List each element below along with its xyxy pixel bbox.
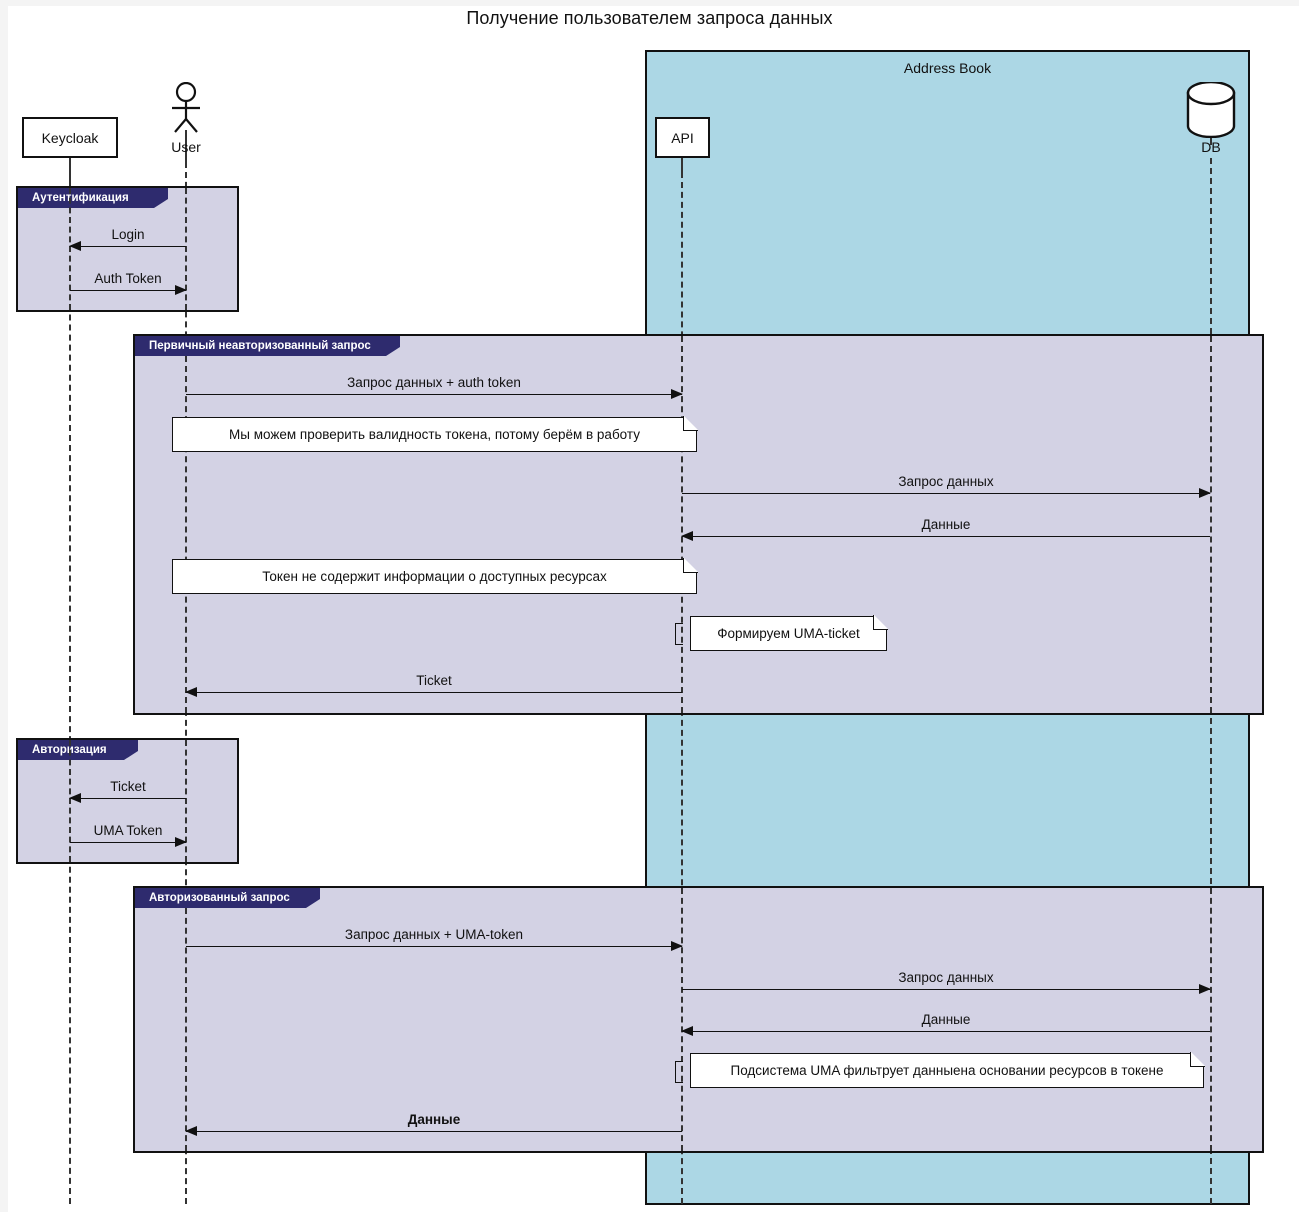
message-uma-token[interactable]: UMA Token [70, 823, 187, 847]
message-label: Запрос данных + UMA-token [344, 927, 524, 942]
arrow-right-icon [175, 837, 187, 847]
lifeline-stub-keycloak [69, 158, 71, 184]
lifeline-keycloak [69, 184, 71, 1204]
fragment-tab-authz: Авторизация [18, 740, 138, 760]
actor-stick-figure-icon [172, 82, 200, 133]
lifeline-user-seg2 [185, 356, 187, 713]
arrow-left-icon [69, 793, 81, 803]
message-login[interactable]: Login [69, 227, 186, 251]
boundary-label: Address Book [903, 60, 992, 76]
message-label: UMA Token [93, 823, 163, 838]
message-label: Auth Token [94, 271, 162, 286]
arrow-left-icon [681, 531, 693, 541]
message-ticket-api-to-user[interactable]: Ticket [185, 673, 682, 697]
message-label: Запрос данных [898, 474, 994, 489]
message-ticket-keycloak[interactable]: Ticket [69, 779, 186, 803]
message-label: Ticket [110, 779, 146, 794]
participant-keycloak[interactable]: Keycloak [22, 117, 118, 158]
message-data-final[interactable]: Данные [185, 1112, 682, 1136]
arrow-right-icon [1199, 984, 1211, 994]
message-data-request-2[interactable]: Запрос данных [682, 970, 1211, 994]
note-token-valid: Мы можем проверить валидность токена, по… [172, 415, 698, 452]
note-fold-corner-icon [1189, 1051, 1205, 1068]
lifeline-db-seg2 [1210, 336, 1212, 713]
arrow-right-icon [671, 941, 683, 951]
note-uma-filter: Подсистема UMA фильтрует данныена основа… [690, 1051, 1205, 1088]
message-label: Данные [407, 1112, 461, 1127]
lifeline-stub-api [681, 158, 683, 172]
fragment-authorized-request[interactable]: Авторизованный запрос [133, 886, 1264, 1153]
note-text: Формируем UMA-ticket [717, 626, 860, 641]
fragment-tab-first-request: Первичный неавторизованный запрос [135, 336, 400, 356]
message-data-request-1[interactable]: Запрос данных [682, 474, 1211, 498]
participant-label-user: User [171, 139, 201, 155]
database-cylinder-icon [1186, 82, 1236, 138]
note-fold-corner-icon [682, 557, 698, 574]
lifeline-api-seg4 [681, 888, 683, 1151]
message-data-request-auth-token[interactable]: Запрос данных + auth token [186, 375, 683, 399]
lifeline-stub-user [185, 130, 187, 162]
fragment-first-request[interactable]: Первичный неавторизованный запрос [133, 334, 1264, 715]
note-form-uma-ticket: Формируем UMA-ticket [690, 614, 888, 651]
message-label: Данные [921, 517, 971, 532]
lifeline-api-seg2 [681, 336, 683, 713]
participant-label-api: API [671, 129, 694, 146]
lifeline-user-seg3 [185, 740, 187, 862]
fragment-tab-auth: Аутентификация [18, 188, 168, 208]
message-data-2[interactable]: Данные [681, 1012, 1210, 1036]
message-auth-token[interactable]: Auth Token [70, 271, 187, 295]
note-text: Подсистема UMA фильтрует данныена основа… [730, 1063, 1164, 1078]
arrow-left-icon [185, 687, 197, 697]
participant-api[interactable]: API [655, 117, 710, 158]
fragment-auth[interactable]: Аутентификация [16, 186, 239, 312]
message-label: Запрос данных + auth token [347, 375, 521, 390]
arrow-left-icon [69, 241, 81, 251]
note-token-no-resources: Токен не содержит информации о доступных… [172, 557, 698, 594]
note-text: Токен не содержит информации о доступных… [262, 569, 607, 584]
arrow-left-icon [185, 1126, 197, 1136]
arrow-right-icon [175, 285, 187, 295]
lifeline-user-seg1 [185, 188, 187, 310]
note-text: Мы можем проверить валидность токена, по… [229, 427, 640, 442]
message-data-request-uma-token[interactable]: Запрос данных + UMA-token [186, 927, 683, 951]
arrow-right-icon [1199, 488, 1211, 498]
message-label: Ticket [416, 673, 452, 688]
note-fold-corner-icon [872, 614, 888, 631]
fragment-authz[interactable]: Авторизация [16, 738, 239, 864]
lifeline-user-seg4 [185, 908, 187, 1151]
participant-label-keycloak: Keycloak [41, 129, 99, 146]
message-label: Данные [921, 1012, 971, 1027]
lifeline-db-seg4 [1210, 888, 1212, 1151]
lifeline-stub-db [1210, 133, 1212, 145]
message-label: Login [111, 227, 145, 242]
participant-label-db: DB [1201, 139, 1221, 155]
note-anchor-4 [675, 1061, 683, 1083]
message-label: Запрос данных [898, 970, 994, 985]
arrow-left-icon [681, 1026, 693, 1036]
page-title: Получение пользователем запроса данных [466, 8, 833, 28]
arrow-right-icon [671, 389, 683, 399]
message-data-1[interactable]: Данные [681, 517, 1210, 541]
note-anchor-3 [675, 623, 683, 645]
fragment-tab-authorized-request: Авторизованный запрос [135, 888, 320, 908]
note-fold-corner-icon [682, 415, 698, 432]
